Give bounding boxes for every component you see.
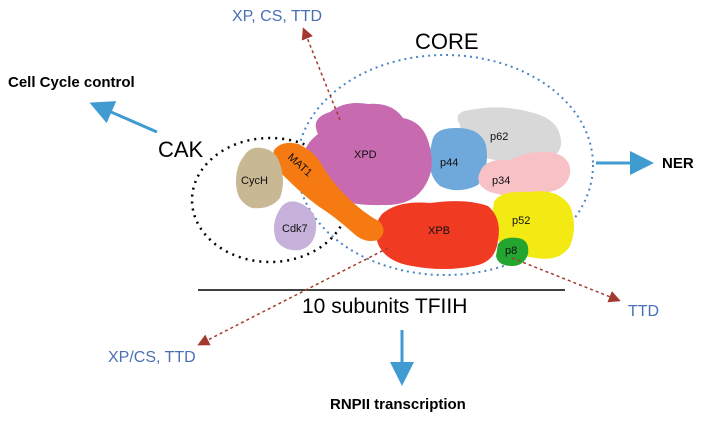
- cell-cycle-label: Cell Cycle control: [8, 74, 135, 91]
- p8-shape: [496, 237, 529, 266]
- xpb-disease-arrow: [197, 247, 389, 346]
- ner-label: NER: [662, 155, 694, 172]
- p34-shape: [478, 151, 571, 196]
- xpd-disease-label: XP, CS, TTD: [232, 8, 322, 25]
- p52-label: p52: [512, 215, 530, 227]
- xpb-shape: [375, 201, 499, 269]
- xpd-label: XPD: [354, 149, 377, 161]
- core-label: CORE: [415, 29, 479, 54]
- cell-cycle-arrow: [89, 101, 158, 134]
- p44-shape: [429, 127, 487, 191]
- cak-label: CAK: [158, 137, 204, 162]
- p8-disease-arrow: [511, 257, 621, 303]
- cdk7-shape: [274, 201, 317, 251]
- cych-shape: [236, 147, 283, 209]
- xpb-disease-label: XP/CS, TTD: [108, 349, 196, 366]
- xpd-disease-arrow: [301, 27, 341, 121]
- p8-label: p8: [505, 245, 517, 257]
- mat1-shape: [273, 142, 384, 241]
- core-ring: [296, 54, 594, 276]
- cdk7-label: Cdk7: [282, 223, 308, 235]
- p62-label: p62: [490, 131, 508, 143]
- p8-disease-label: TTD: [628, 303, 659, 320]
- xpb-label: XPB: [428, 225, 450, 237]
- p34-label: p34: [492, 175, 510, 187]
- tfiih-subtitle: 10 subunits TFIIH: [302, 295, 467, 318]
- p44-label: p44: [440, 157, 458, 169]
- rnpii-label: RNPII transcription: [330, 396, 466, 413]
- cych-label: CycH: [241, 175, 268, 187]
- xpd-shape: [304, 103, 432, 206]
